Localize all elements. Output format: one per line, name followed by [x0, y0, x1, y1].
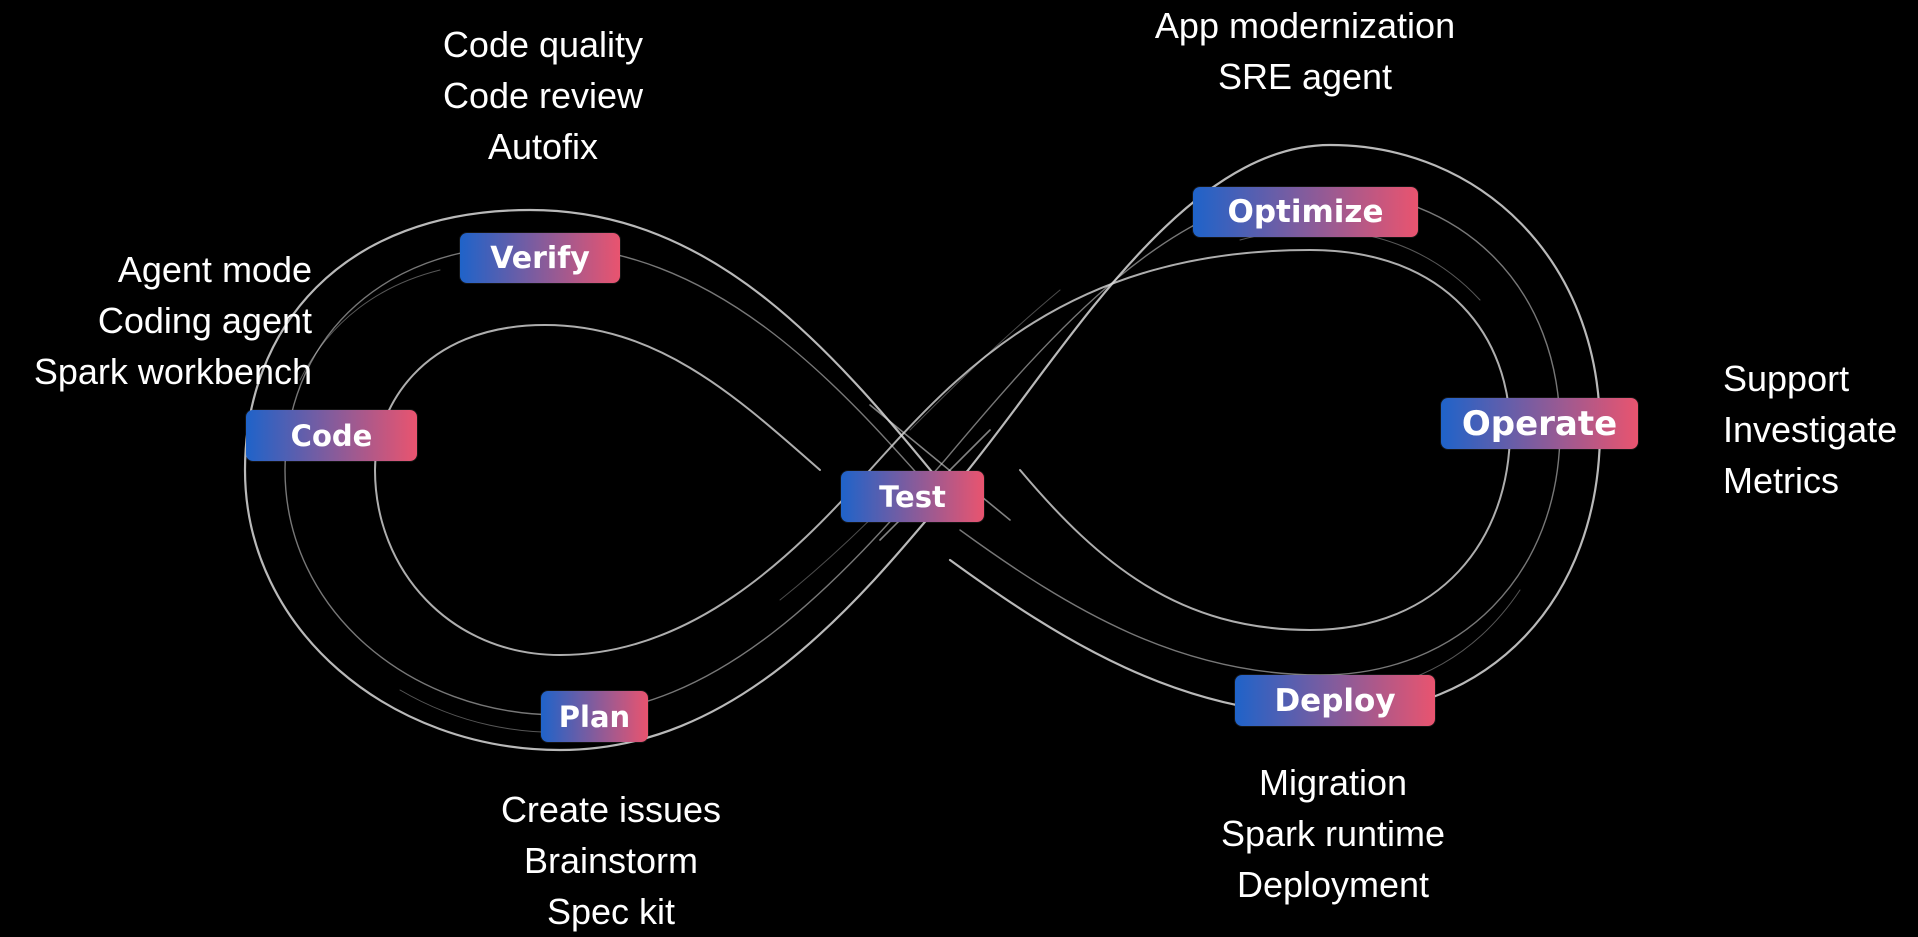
caption-deploy-line: Migration	[1258, 762, 1408, 803]
stage-test-badge[interactable]: Test	[841, 471, 984, 522]
caption-operate-line: Support	[1723, 358, 1850, 399]
loop-cross-stroke-a	[869, 404, 1011, 521]
caption-code-line: Coding agent	[97, 300, 312, 341]
caption-deploy: Migration Spark runtime Deployment	[1183, 757, 1483, 910]
stage-operate-badge[interactable]: Operate	[1441, 398, 1638, 449]
caption-plan-line: Brainstorm	[523, 840, 699, 881]
caption-plan-line: Spec kit	[546, 891, 676, 932]
caption-code-line: Spark workbench	[33, 351, 312, 392]
caption-verify-line: Code quality	[442, 24, 644, 65]
caption-optimize-line: SRE agent	[1217, 56, 1393, 97]
loop-inner-edge	[373, 248, 1512, 657]
caption-operate-line: Investigate	[1723, 409, 1898, 450]
caption-code: Agent mode Coding agent Spark workbench	[0, 244, 312, 397]
stage-verify-badge[interactable]: Verify	[460, 233, 620, 283]
caption-plan: Create issues Brainstorm Spec kit	[461, 784, 761, 937]
stage-code-badge[interactable]: Code	[246, 410, 417, 461]
caption-plan-line: Create issues	[500, 789, 722, 830]
loop-middle-line	[284, 189, 1561, 716]
caption-deploy-line: Deployment	[1236, 864, 1430, 905]
caption-operate-line: Metrics	[1723, 460, 1839, 501]
caption-optimize: App modernization SRE agent	[1105, 0, 1505, 102]
stage-plan-badge[interactable]: Plan	[541, 691, 648, 742]
loop-texture-stroke	[299, 269, 441, 381]
stage-optimize-badge[interactable]: Optimize	[1193, 187, 1418, 237]
caption-code-line: Agent mode	[117, 249, 312, 290]
caption-operate: Support Investigate Metrics	[1723, 353, 1918, 506]
caption-verify-line: Code review	[442, 75, 644, 116]
loop-texture-stroke	[909, 289, 1061, 431]
caption-optimize-line: App modernization	[1154, 5, 1456, 46]
caption-deploy-line: Spark runtime	[1220, 813, 1446, 854]
stage-deploy-badge[interactable]: Deploy	[1235, 675, 1435, 726]
caption-verify: Code quality Code review Autofix	[393, 19, 693, 172]
caption-verify-line: Autofix	[487, 126, 599, 167]
